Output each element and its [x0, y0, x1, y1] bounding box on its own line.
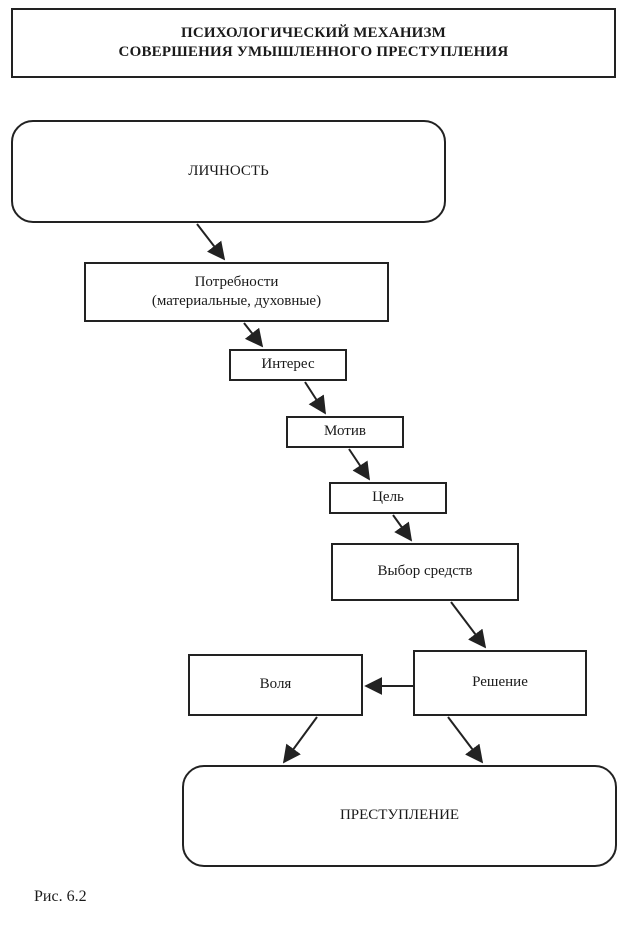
arrow-will-to-crime	[282, 716, 318, 764]
node-goal: Цель	[329, 482, 447, 514]
node-interest-label: Интерес	[261, 356, 315, 373]
title-line-2: СОВЕРШЕНИЯ УМЫШЛЕННОГО ПРЕСТУПЛЕНИЯ	[118, 44, 509, 60]
arrow-means-to-decision	[450, 601, 487, 649]
arrow-goal-to-means	[392, 514, 413, 542]
node-goal-label: Цель	[372, 489, 404, 506]
node-means: Выбор средств	[331, 543, 519, 601]
arrow-motive-to-goal	[348, 448, 370, 481]
arrow-personality-to-needs	[196, 223, 226, 261]
node-crime-label: ПРЕСТУПЛЕНИЕ	[339, 807, 460, 824]
node-means-label: Выбор средств	[377, 563, 473, 580]
node-decision-label: Решение	[472, 674, 528, 691]
arrow-needs-to-interest	[243, 322, 264, 348]
diagram-title-box: ПСИХОЛОГИЧЕСКИЙ МЕХАНИЗМ СОВЕРШЕНИЯ УМЫШ…	[11, 8, 616, 78]
node-crime: ПРЕСТУПЛЕНИЕ	[182, 765, 617, 867]
title-line-1: ПСИХОЛОГИЧЕСКИЙ МЕХАНИЗМ	[180, 25, 447, 42]
node-interest: Интерес	[229, 349, 347, 381]
arrow-interest-to-motive	[304, 381, 326, 415]
arrow-decision-to-crime	[447, 716, 484, 764]
node-decision: Решение	[413, 650, 587, 716]
node-needs-label: Потребности	[194, 273, 279, 290]
node-personality: ЛИЧНОСТЬ	[11, 120, 446, 223]
node-needs: Потребности (материальные, духовные)	[84, 262, 389, 322]
figure-caption: Рис. 6.2	[34, 888, 87, 905]
node-motive-label: Мотив	[324, 423, 366, 440]
node-will-label: Воля	[259, 676, 292, 693]
node-personality-label: ЛИЧНОСТЬ	[188, 162, 269, 179]
node-will: Воля	[188, 654, 363, 716]
node-motive: Мотив	[286, 416, 404, 448]
node-needs-sublabel: (материальные, духовные)	[151, 293, 322, 309]
